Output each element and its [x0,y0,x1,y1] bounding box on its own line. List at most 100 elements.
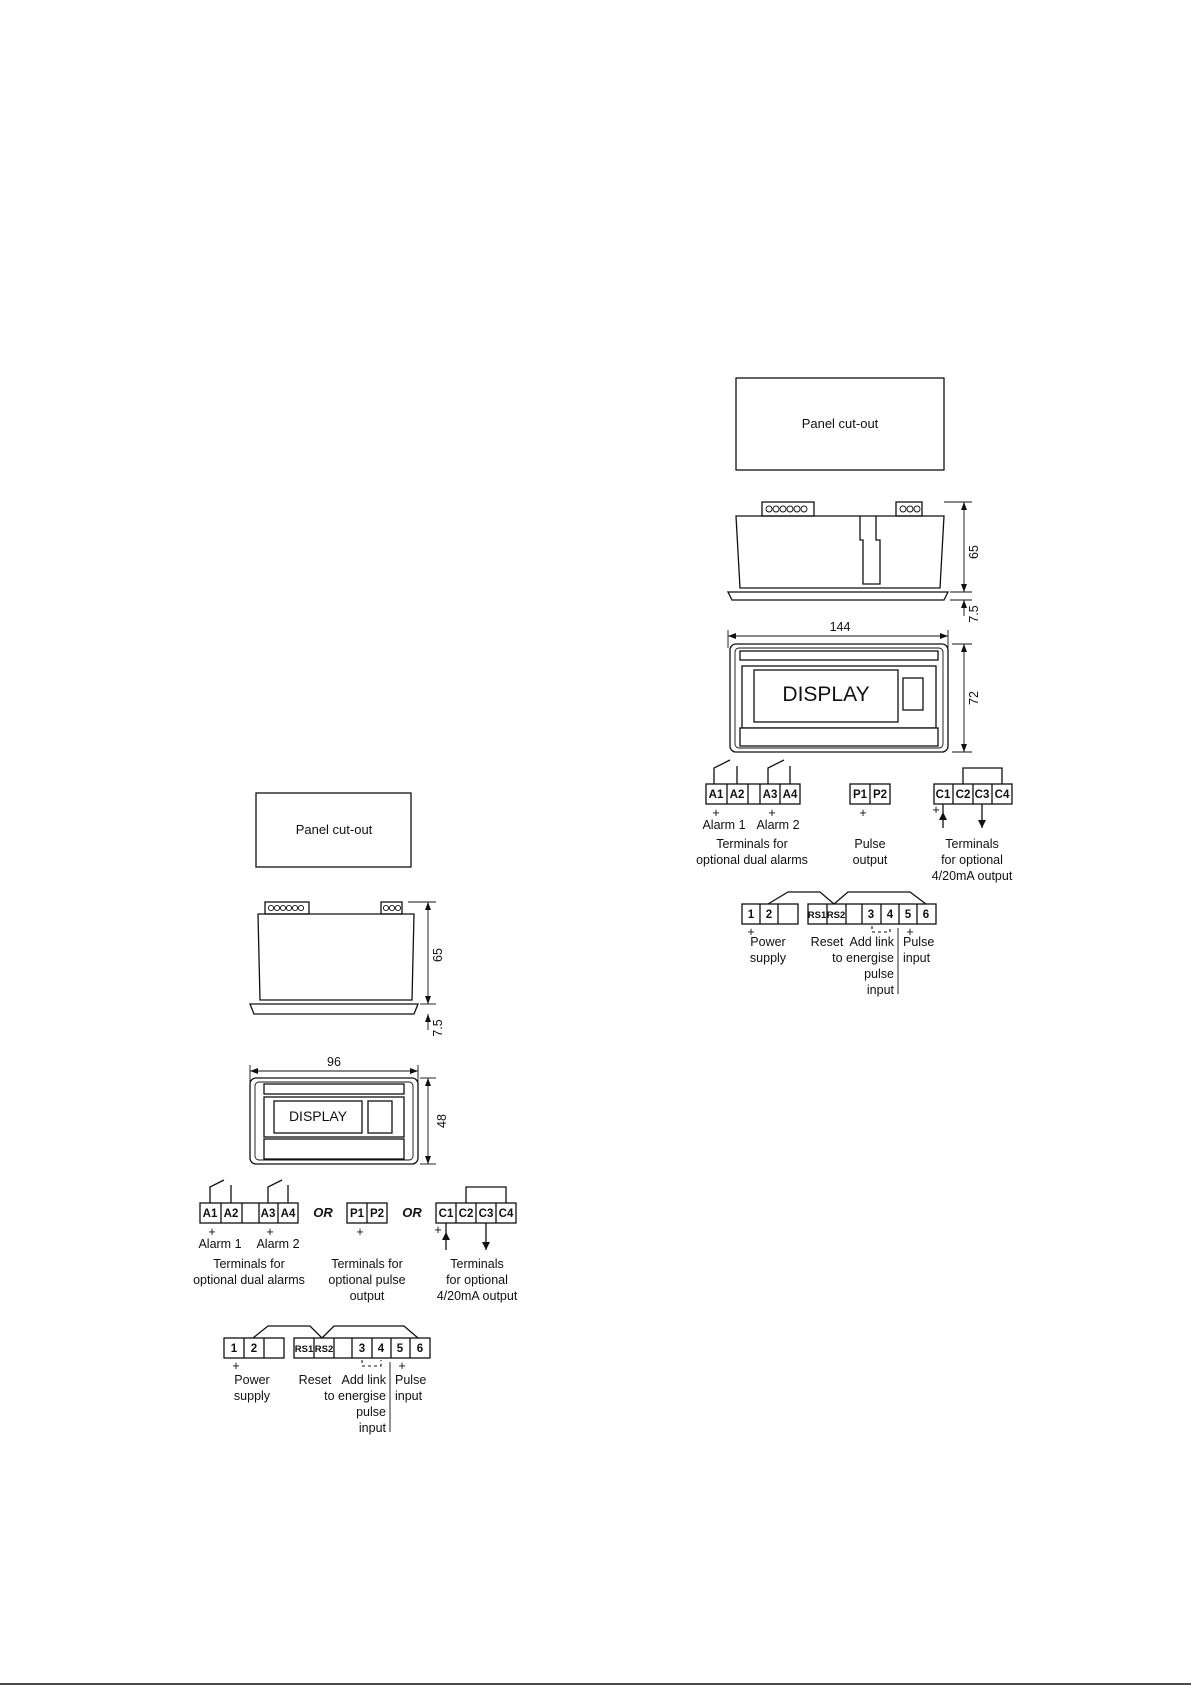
large-depth-dim: 65 [967,545,981,559]
small-pulse-in-caption-2: input [395,1389,423,1403]
large-bezel-flange [726,591,950,601]
svg-text:+: + [768,806,775,820]
large-link-caption-3: pulse [864,967,894,981]
small-side-view: 65 7.5 [249,901,445,1037]
large-analog-caption-1: Terminals [945,837,999,851]
large-terminal-a2: A2 [730,789,745,801]
small-alarm-caption-1: Terminals for [213,1257,285,1271]
small-depth-dim: 65 [431,948,445,962]
small-analog-caption-1: Terminals [450,1257,504,1271]
small-alarm1-label: Alarm 1 [198,1237,241,1251]
large-terminal-rs1: RS1 [808,910,827,921]
svg-text:+: + [266,1225,273,1239]
large-analog-terminals: C1 C2 C3 C4 + Terminals for optional 4/2… [932,767,1013,883]
small-display-label: DISPLAY [289,1108,348,1124]
small-alarm1-contact [209,1179,232,1203]
large-housing-body [735,515,945,589]
small-power-caption-2: supply [234,1389,271,1403]
small-terminal-a4: A4 [281,1208,296,1220]
small-analog-terminals: C1 C2 C3 C4 + Terminals for optional 4/2… [434,1186,518,1303]
small-bottom-strip [263,1138,405,1160]
small-meter-diagram: Panel cut-out 65 7.5 96 [193,792,518,1435]
small-power-caption-1: Power [234,1373,269,1387]
large-top-strip [739,650,939,661]
small-height-dim: 48 [435,1114,449,1128]
small-display-panel [273,1100,363,1134]
small-analog-caption-2: for optional [446,1273,508,1287]
large-terminal-c1: C1 [936,789,951,801]
large-terminal-a1: A1 [709,789,724,801]
svg-text:+: + [932,803,939,817]
small-terminal-a3: A3 [261,1208,276,1220]
large-terminal-rs2: RS2 [827,910,845,921]
small-pulse-out-caption-2: optional pulse [328,1273,405,1287]
large-terminal-6: 6 [923,909,929,921]
large-alarm1-label: Alarm 1 [702,818,745,832]
svg-text:+: + [859,806,866,820]
large-display-panel [753,669,899,723]
large-terminal-p2: P2 [873,789,887,801]
small-pulse-output-terminals: P1 P2 + Terminals for optional pulse out… [328,1202,406,1303]
small-flange-dim: 7.5 [431,1019,445,1036]
small-analog-link [465,1186,507,1203]
large-pulse-output-terminals: P1 P2 + Pulse output [849,783,891,867]
small-terminal-bridge [252,1325,419,1339]
small-main-terminals: 1 2 RS1 RS2 3 4 5 6 + + Power supply Res… [223,1325,431,1435]
small-alarm-terminals: A1 A2 A3 A4 + + Alarm 1 Alarm 2 Terminal… [193,1179,305,1287]
large-pulse-in-caption-2: input [903,951,931,965]
svg-text:+: + [208,1225,215,1239]
small-alarm2-contact [267,1179,289,1203]
small-energise-link [361,1360,382,1367]
small-terminal-rs1: RS1 [295,1344,314,1355]
small-or-label-2: OR [402,1205,422,1220]
small-terminal-a2: A2 [224,1208,239,1220]
small-terminal-4: 4 [378,1343,385,1355]
large-terminal-p1: P1 [853,789,868,801]
small-link-caption-3: pulse [356,1405,386,1419]
small-terminal-rs2: RS2 [315,1344,333,1355]
large-alarm-terminals: A1 A2 A3 A4 + + Alarm 1 Alarm 2 Terminal… [696,759,808,867]
svg-text:+: + [356,1225,363,1239]
small-terminal-2: 2 [251,1343,257,1355]
large-analog-caption-3: 4/20mA output [932,869,1013,883]
large-terminal-2: 2 [766,909,772,921]
large-analog-caption-2: for optional [941,853,1003,867]
large-pulse-out-caption-2: output [853,853,888,867]
small-side-key [367,1100,393,1134]
large-alarm2-label: Alarm 2 [756,818,799,832]
svg-text:+: + [747,925,754,939]
large-side-key [902,677,924,711]
large-terminal-bridge [767,891,927,905]
large-width-dim: 144 [830,620,851,634]
small-link-caption-4: input [359,1421,387,1435]
small-terminal-a1: A1 [203,1208,218,1220]
small-link-caption-1: Add link [342,1373,387,1387]
small-terminal-3: 3 [359,1343,365,1355]
large-terminal-c2: C2 [956,789,971,801]
large-terminal-5: 5 [905,909,912,921]
large-height-dim: 72 [967,691,981,705]
large-alarm-caption-1: Terminals for [716,837,788,851]
small-panel-cutout [255,792,412,868]
large-meter-diagram: Panel cut-out 65 7.5 [696,377,1013,997]
small-bezel-flange [249,1003,419,1015]
large-front-view: 144 DISPLAY 72 [727,620,981,753]
small-terminal-p2: P2 [370,1208,384,1220]
svg-text:+: + [906,925,913,939]
large-alarm-caption-2: optional dual alarms [696,853,808,867]
large-main-terminals: 1 2 RS1 RS2 3 4 5 6 + + Power supply Res… [741,891,937,997]
large-alarm1-contact [713,759,738,784]
svg-text:+: + [712,806,719,820]
small-front-view: 96 DISPLAY 48 [249,1055,449,1165]
small-pulse-in-caption-1: Pulse [395,1373,426,1387]
svg-text:+: + [232,1359,239,1373]
small-pulse-out-caption-1: Terminals for [331,1257,403,1271]
svg-text:+: + [398,1359,405,1373]
small-alarm-caption-2: optional dual alarms [193,1273,305,1287]
large-link-caption-1: Add link [850,935,895,949]
small-terminal-c1: C1 [439,1208,454,1220]
large-terminal-3: 3 [868,909,874,921]
small-panel-cutout-label: Panel cut-out [296,822,373,837]
small-or-label-1: OR [313,1205,333,1220]
